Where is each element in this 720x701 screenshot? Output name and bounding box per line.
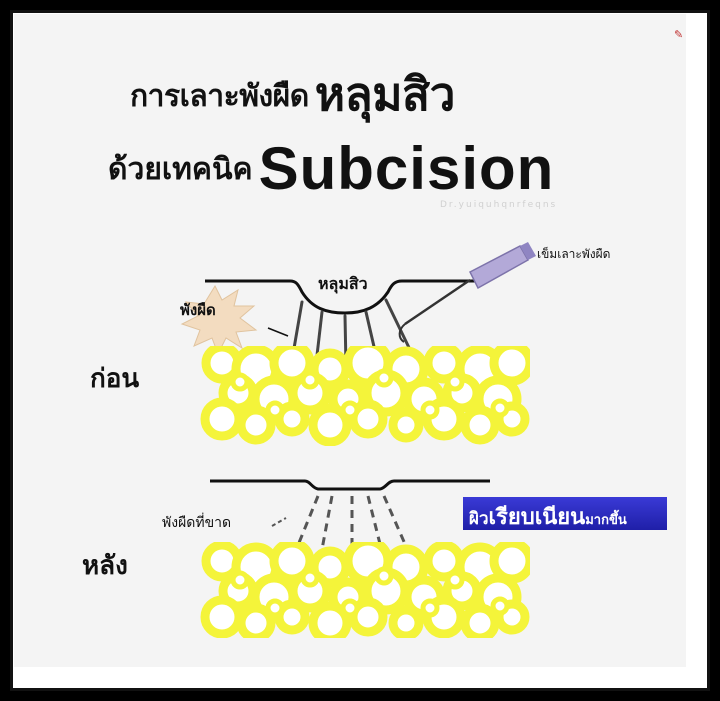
- needle-icon: [398, 242, 536, 343]
- title-line-1: การเลาะพังผืดหลุมสิว: [130, 58, 455, 131]
- fat-cell-small: [265, 400, 285, 420]
- skin-surface-after: [210, 479, 490, 491]
- fat-cell: [460, 603, 500, 638]
- fat-cell-small: [300, 370, 320, 390]
- fat-cell: [274, 401, 310, 437]
- fat-cell-small: [340, 598, 360, 618]
- fat-cell: [308, 403, 352, 446]
- fat-cell-small: [300, 568, 320, 588]
- fibers-pointer-arrow: [267, 327, 289, 337]
- fibers-burst-icon: [180, 284, 258, 356]
- fat-cell-small: [445, 372, 465, 392]
- badge-part-3: มากขึ้น: [585, 513, 627, 528]
- fat-cell-small: [265, 598, 285, 618]
- smoother-skin-badge: ผิวเรียบเนียนมากขึ้น: [463, 497, 667, 530]
- fat-cell: [269, 542, 315, 584]
- fat-cell-small: [420, 400, 440, 420]
- fat-layer-before: [200, 346, 530, 446]
- cut-fibers-pointer-arrow: [271, 517, 287, 527]
- title-line-1-big: หลุมสิว: [314, 67, 456, 121]
- corner-mark-icon: ✎: [674, 28, 684, 41]
- cut-fibers-label: พังผืดที่ขาด: [162, 515, 232, 531]
- title-line-2-small: ด้วยเทคนิค: [108, 152, 253, 187]
- fat-cell: [388, 605, 424, 638]
- scar-label: หลุมสิว: [318, 274, 368, 293]
- skin-surface-before: [205, 279, 478, 315]
- watermark: Dr.yuiquhqnrfeqns: [440, 200, 558, 210]
- needle-label: เข็มเลาะพังผืด: [537, 247, 611, 261]
- fat-cell-small: [340, 400, 360, 420]
- fat-cell-small: [445, 570, 465, 590]
- fibers-label: พังผืด: [180, 301, 216, 319]
- fat-cell-small: [420, 598, 440, 618]
- fat-cell: [236, 405, 276, 445]
- badge-part-2: เรียบเนียน: [488, 505, 586, 530]
- before-label: ก่อน: [90, 364, 140, 394]
- badge-part-1: ผิว: [469, 509, 489, 529]
- fat-cell-small: [374, 368, 394, 388]
- fat-cell: [460, 405, 500, 445]
- title-line-2-big: Subcision: [258, 135, 555, 202]
- fat-cell-small: [230, 372, 250, 392]
- fat-cell: [269, 346, 315, 386]
- after-label: หลัง: [82, 551, 128, 581]
- title-line-1-small: การเลาะพังผืด: [130, 79, 309, 114]
- fat-layer-after: [200, 542, 530, 638]
- fat-cell-small: [230, 570, 250, 590]
- fat-cell: [200, 397, 244, 441]
- fat-cell: [236, 603, 276, 638]
- fat-cell: [308, 601, 352, 638]
- fat-cell: [274, 599, 310, 635]
- fat-cell-small: [374, 566, 394, 586]
- fat-cell-small: [490, 596, 510, 616]
- fat-cell-small: [490, 398, 510, 418]
- fat-cell: [388, 407, 424, 443]
- fat-cell: [200, 595, 244, 638]
